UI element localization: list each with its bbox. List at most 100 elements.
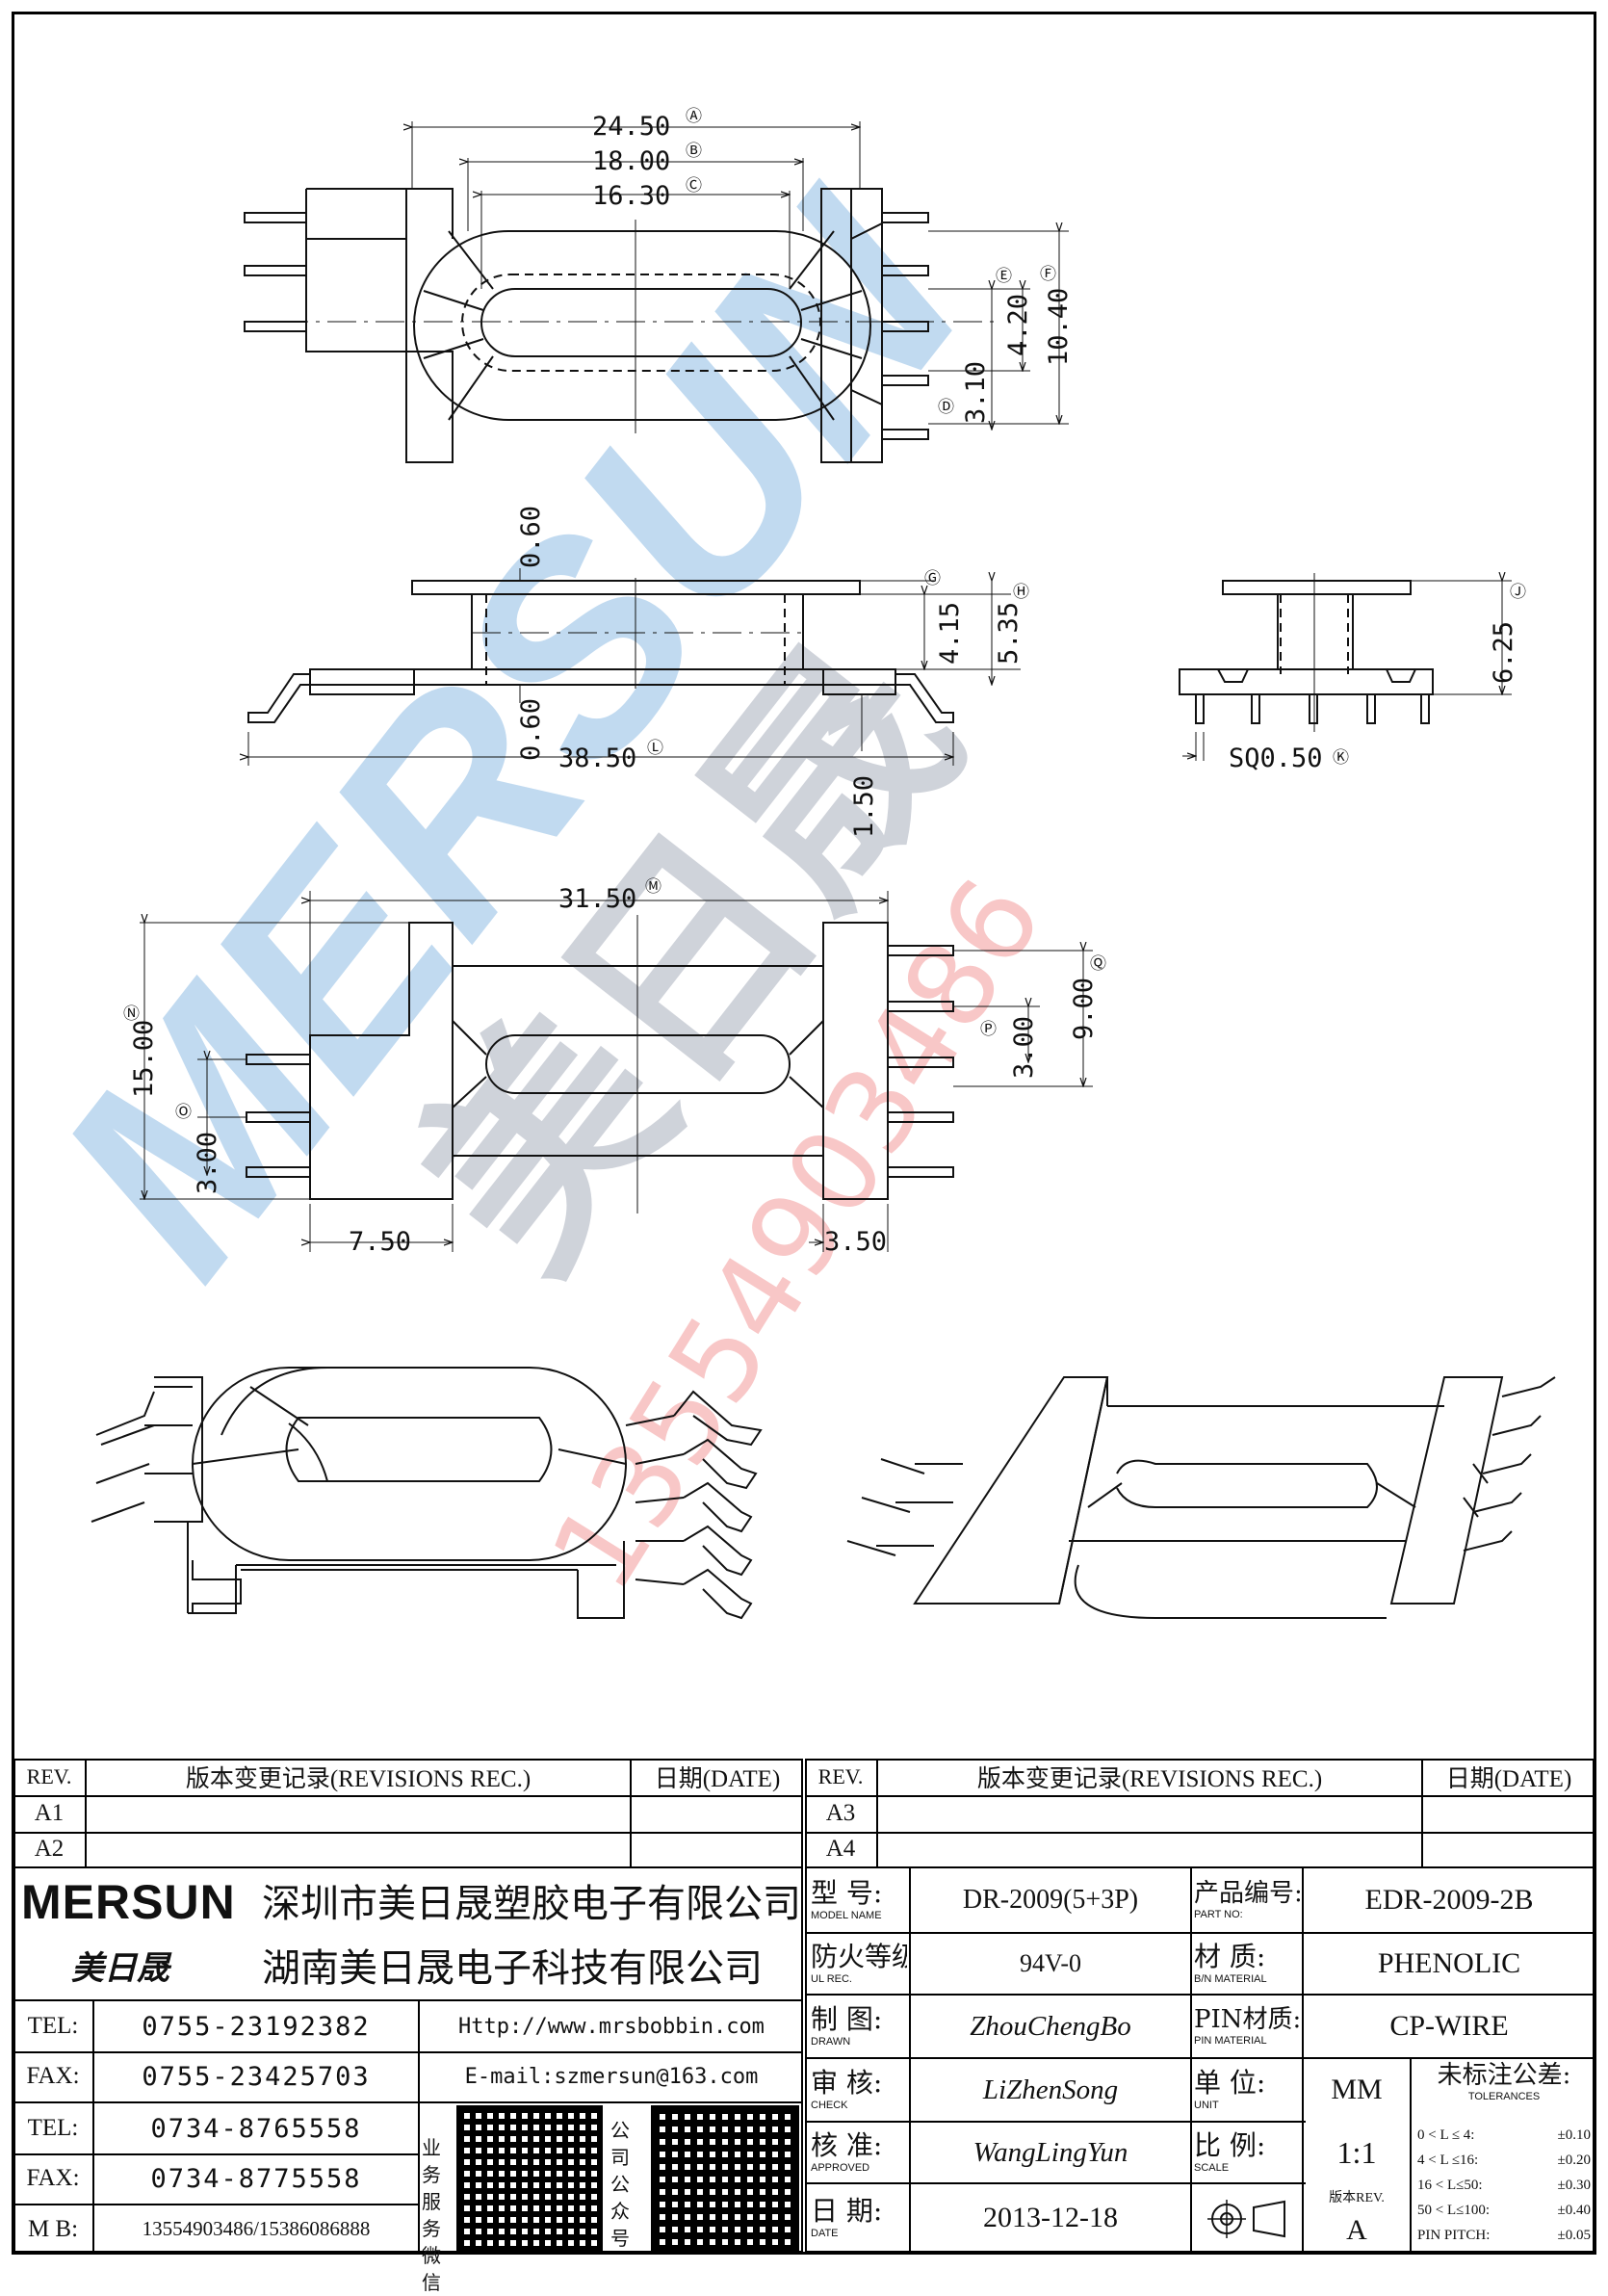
rev-header-left: REV. — [26, 1764, 72, 1788]
rev-row-a4: A4 — [825, 1836, 856, 1862]
bottom-view — [140, 891, 1093, 1252]
tolerance-label-en: TOLERANCES — [1467, 2091, 1541, 2102]
tolerance-range: 50 < L≤100: — [1417, 2203, 1491, 2218]
mb-label: M B: — [27, 2215, 79, 2242]
isometric-view-right — [846, 1376, 1556, 1619]
dim-m: 31.50 — [558, 884, 636, 914]
tolerance-row: 16 < L≤50: ±0.30 — [1417, 2173, 1591, 2198]
dim-l: 38.50 — [558, 744, 636, 773]
isometric-view-left — [91, 1367, 763, 1620]
drawn-label: 制 图:DRAWN — [811, 2002, 883, 2048]
dim-o: 3.00 — [193, 1132, 222, 1194]
tolerance-value: ±0.30 — [1557, 2178, 1591, 2193]
fax1-value: 0755-23425703 — [142, 2061, 371, 2092]
unit-value: MM — [1331, 2074, 1383, 2105]
ul-label: 防火等级:UL REC. — [811, 1940, 907, 1985]
marker-n: Ⓝ — [123, 1004, 140, 1024]
marker-f: Ⓕ — [1040, 265, 1056, 284]
tolerance-row: PIN PITCH:±0.05 — [1417, 2223, 1591, 2248]
dim-q: 9.00 — [1069, 978, 1099, 1040]
material-value: PHENOLIC — [1377, 1947, 1521, 1979]
tolerance-range: 4 < L ≤16: — [1417, 2152, 1479, 2168]
marker-p: Ⓟ — [980, 1020, 997, 1039]
tolerance-value: ±0.20 — [1557, 2152, 1591, 2168]
dim-k: SQ0.50 — [1229, 744, 1323, 773]
dim-j: 6.25 — [1489, 621, 1518, 684]
part-value: EDR-2009-2B — [1364, 1884, 1534, 1916]
email-link[interactable]: E-mail:szmersun@163.com — [464, 2064, 759, 2089]
dim-right: 3.50 — [824, 1227, 887, 1257]
qr1-label: 业务服务微信 — [422, 2136, 441, 2294]
official-account-qr-code — [651, 2105, 799, 2254]
company-logo-cn: 美日晟 — [71, 1949, 169, 1988]
dim-h: 5.35 — [994, 602, 1024, 665]
dim-b: 18.00 — [592, 146, 670, 176]
dim-f: 10.40 — [1044, 288, 1074, 366]
dimension-labels: 24.50 Ⓐ 18.00 Ⓑ 16.30 Ⓒ Ⓔ Ⓕ 4.20 10.40 Ⓓ… — [123, 107, 1526, 1257]
dim-g: 4.15 — [935, 602, 965, 665]
check-value: LiZhenSong — [982, 2074, 1119, 2105]
tolerance-row: 50 < L≤100: ±0.40 — [1417, 2198, 1591, 2223]
projection-symbol — [1194, 2186, 1300, 2252]
tolerance-value: ±0.40 — [1557, 2203, 1591, 2218]
scale-label: 比 例:SCALE — [1194, 2128, 1266, 2174]
marker-d: Ⓓ — [938, 398, 954, 417]
rec-header-right: 版本变更记录(REVISIONS REC.) — [976, 1766, 1323, 1792]
date-value: 2013-12-18 — [983, 2202, 1118, 2233]
material-label: 材 质:B/N MATERIAL — [1194, 1940, 1267, 1985]
tel1-value: 0755-23192382 — [142, 2011, 371, 2042]
tolerance-range: PIN PITCH: — [1417, 2228, 1491, 2243]
fax1-label: FAX: — [26, 2063, 80, 2089]
marker-b: Ⓑ — [686, 142, 702, 161]
dim-n: 15.00 — [129, 1020, 159, 1098]
marker-o: Ⓞ — [175, 1103, 192, 1122]
rev-row-a1: A1 — [34, 1800, 65, 1826]
check-label: 审 核:CHECK — [811, 2066, 883, 2111]
unit-label: 单 位:UNIT — [1194, 2066, 1266, 2111]
drawn-value: ZhouChengBo — [970, 2010, 1131, 2042]
title-block-left — [13, 1759, 803, 2253]
fax2-value: 0734-8775558 — [150, 2163, 362, 2194]
marker-e: Ⓔ — [996, 267, 1012, 286]
model-value: DR-2009(5+3P) — [962, 1885, 1139, 1915]
rev-row-a3: A3 — [825, 1800, 856, 1826]
company-name-shenzhen: 深圳市美日晟塑胶电子有限公司 — [262, 1882, 801, 1926]
title-block: REV. 版本变更记录(REVISIONS REC.) 日期(DATE) A1 … — [13, 1759, 1595, 2294]
ul-value: 94V-0 — [1019, 1949, 1082, 1977]
company-logo: MERSUN — [21, 1875, 236, 1929]
date-header-left: 日期(DATE) — [654, 1766, 781, 1792]
dim-left: 7.50 — [349, 1227, 411, 1257]
top-view — [244, 121, 1069, 463]
tel1-label: TEL: — [27, 2013, 79, 2039]
marker-k: Ⓚ — [1333, 748, 1349, 768]
approved-label: 核 准:APPROVED — [811, 2128, 883, 2174]
dim-e: 4.20 — [1003, 294, 1033, 356]
marker-q: Ⓠ — [1090, 954, 1106, 974]
date-header-right: 日期(DATE) — [1445, 1766, 1572, 1792]
website-link[interactable]: Http://www.mrsbobbin.com — [458, 2014, 765, 2039]
pin-material-value: CP-WIRE — [1389, 2010, 1509, 2042]
side-view — [248, 568, 1021, 766]
marker-c: Ⓒ — [686, 176, 702, 196]
projection-icon — [1207, 2200, 1285, 2238]
tolerance-row: 4 < L ≤16: ±0.20 — [1417, 2148, 1591, 2173]
model-label: 型 号:MODEL NAME — [811, 1876, 883, 1921]
rec-header-left: 版本变更记录(REVISIONS REC.) — [185, 1766, 532, 1792]
rev-label: 版本REV. — [1329, 2191, 1385, 2205]
wechat-qr-code — [456, 2105, 603, 2254]
approved-value: WangLingYun — [973, 2136, 1128, 2168]
marker-a: Ⓐ — [686, 107, 702, 126]
marker-j: Ⓙ — [1510, 583, 1526, 602]
dim-p: 3.00 — [1009, 1016, 1039, 1079]
dim-top-gap: 0.60 — [516, 506, 546, 568]
company-name-hunan: 湖南美日晟电子科技有限公司 — [262, 1946, 763, 1991]
tolerance-value: ±0.10 — [1557, 2127, 1591, 2143]
marker-h: Ⓗ — [1013, 583, 1029, 602]
dim-c: 16.30 — [592, 181, 670, 211]
part-label: 产品编号:PART NO: — [1194, 1878, 1300, 1920]
tolerance-range: 16 < L≤50: — [1417, 2178, 1483, 2193]
dim-bottom-gap: 0.60 — [516, 698, 546, 761]
